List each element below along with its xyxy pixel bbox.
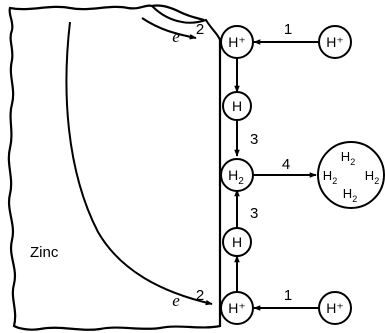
- hplus-label-bottom-surface: H⁺: [228, 300, 246, 316]
- hplus-label-bottom-solution: H⁺: [326, 300, 344, 316]
- hplus-circle-bottom-solution: [318, 291, 352, 325]
- zinc-surface-contour: [151, 5, 221, 41]
- electron-path-upper: [141, 17, 197, 40]
- step-label-1-top: 1: [284, 21, 292, 38]
- h-atom-circle-upper: [222, 91, 252, 121]
- electron-path-lower: [65, 21, 213, 306]
- h-atom-label-upper: H: [232, 98, 242, 114]
- bubble-h2-bottom: H2: [343, 186, 357, 204]
- hplus-circle-bottom-surface: [220, 291, 254, 325]
- step-label-2-bottom: 2: [196, 287, 204, 304]
- bubble-h2-top: H2: [341, 149, 355, 167]
- hplus-label-top-surface: H⁺: [228, 34, 246, 50]
- hplus-circle-top-solution: [318, 25, 352, 59]
- electron-label-top: e: [172, 27, 180, 46]
- zinc-label: Zinc: [30, 244, 59, 261]
- bubble-h2-right: H2: [365, 168, 379, 186]
- h2-gas-bubble: [317, 141, 385, 209]
- bubble-h2-left: H2: [323, 168, 337, 186]
- h-atom-circle-lower: [222, 227, 252, 257]
- h2-label-surface: H2: [228, 167, 244, 187]
- step-label-3-upper: 3: [250, 131, 258, 148]
- step-label-3-lower: 3: [250, 205, 258, 222]
- step-label-1-bottom: 1: [284, 287, 292, 304]
- step-label-4: 4: [282, 156, 290, 173]
- zinc-block: [7, 4, 222, 331]
- h-atom-label-lower: H: [232, 234, 242, 250]
- hplus-label-top-solution: H⁺: [326, 34, 344, 50]
- hplus-circle-top-surface: [220, 25, 254, 59]
- electron-label-bottom: e: [172, 291, 180, 310]
- h2-circle-surface: [220, 158, 254, 192]
- step-label-2-top: 2: [196, 21, 204, 38]
